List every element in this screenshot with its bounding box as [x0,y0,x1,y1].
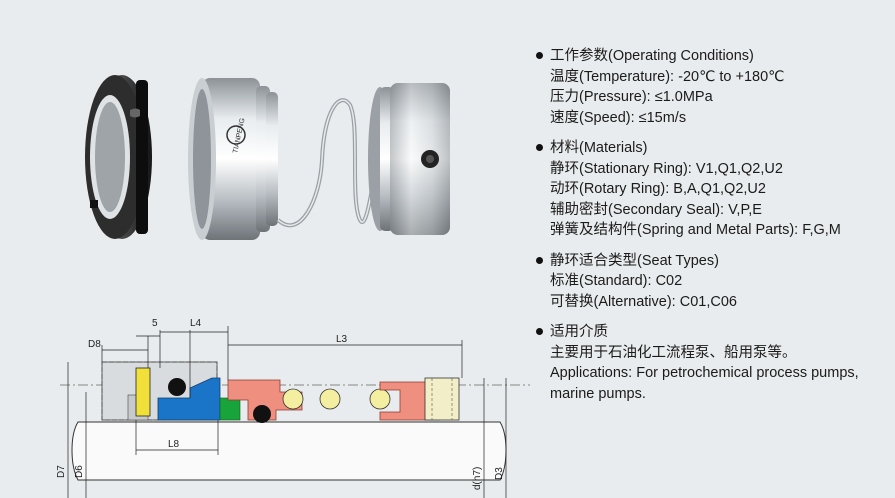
section-heading: 适用介质 [550,324,608,340]
sectional-drawing: D8 5 L4 L3 L8 D7 D6 d(h7) D3 [56,318,530,498]
drawing-set-screw [424,377,460,421]
secondary-seal-holder [219,397,241,421]
operating-conditions: 工作参数(Operating Conditions) 温度(Temperatur… [534,46,889,128]
rotary-housing [227,379,303,421]
applicable-media: 适用介质 主要用于石油化工流程泵、船用泵等。 Applications: For… [534,322,889,404]
spec-line: 温度(Temperature): -20℃ to +180℃ [550,68,785,85]
shaft-o-ring [253,405,271,423]
spec-line: 动环(Rotary Ring): B,A,Q1,Q2,U2 [550,181,766,197]
product-photo: TIANPENG [85,75,450,240]
spec-line: 辅助密封(Secondary Seal): V,P,E [550,201,762,218]
rotary-head: TIANPENG [188,78,278,240]
stationary-ring [135,367,151,417]
spec-line: 标准(Standard): C02 [550,273,683,289]
section-heading: 工作参数(Operating Conditions) [550,48,754,64]
label-d7: D7 [56,465,67,478]
spec-line: 速度(Speed): ≤15m/s [550,109,687,126]
label-d3: D3 [494,467,505,480]
label-d8: D8 [88,339,101,350]
spec-line: Applications: For petrochemical process … [550,365,859,402]
label-l4: L4 [190,318,202,329]
drive-collar [368,83,450,235]
spec-line: 弹簧及结构件(Spring and Metal Parts): F,G,M [550,222,841,238]
bullet-icon [536,328,543,335]
section-heading: 材料(Materials) [550,140,648,156]
label-dh7: d(h7) [472,467,483,490]
label-5: 5 [152,318,158,329]
bullet-icon [536,256,543,264]
spec-line: 压力(Pressure): ≤1.0MPa [550,89,713,105]
seat-o-ring [168,378,186,396]
section-heading: 静环适合类型(Seat Types) [550,252,719,269]
label-l3: L3 [336,334,348,345]
label-l8: L8 [168,439,180,450]
stationary-seat-ring [85,75,152,239]
spec-line: 静环(Stationary Ring): V1,Q1,Q2,U2 [550,160,783,177]
seat-types: 静环适合类型(Seat Types) 标准(Standard): C02 可替换… [534,251,889,313]
specifications-panel: 工作参数(Operating Conditions) 温度(Temperatur… [534,46,889,414]
spec-line: 可替换(Alternative): C01,C06 [550,293,737,310]
bullet-icon [536,144,543,151]
materials: 材料(Materials) 静环(Stationary Ring): V1,Q1… [534,138,889,241]
bullet-icon [536,52,543,59]
spec-line: 主要用于石油化工流程泵、船用泵等。 [550,344,797,361]
label-d6: D6 [74,465,85,478]
